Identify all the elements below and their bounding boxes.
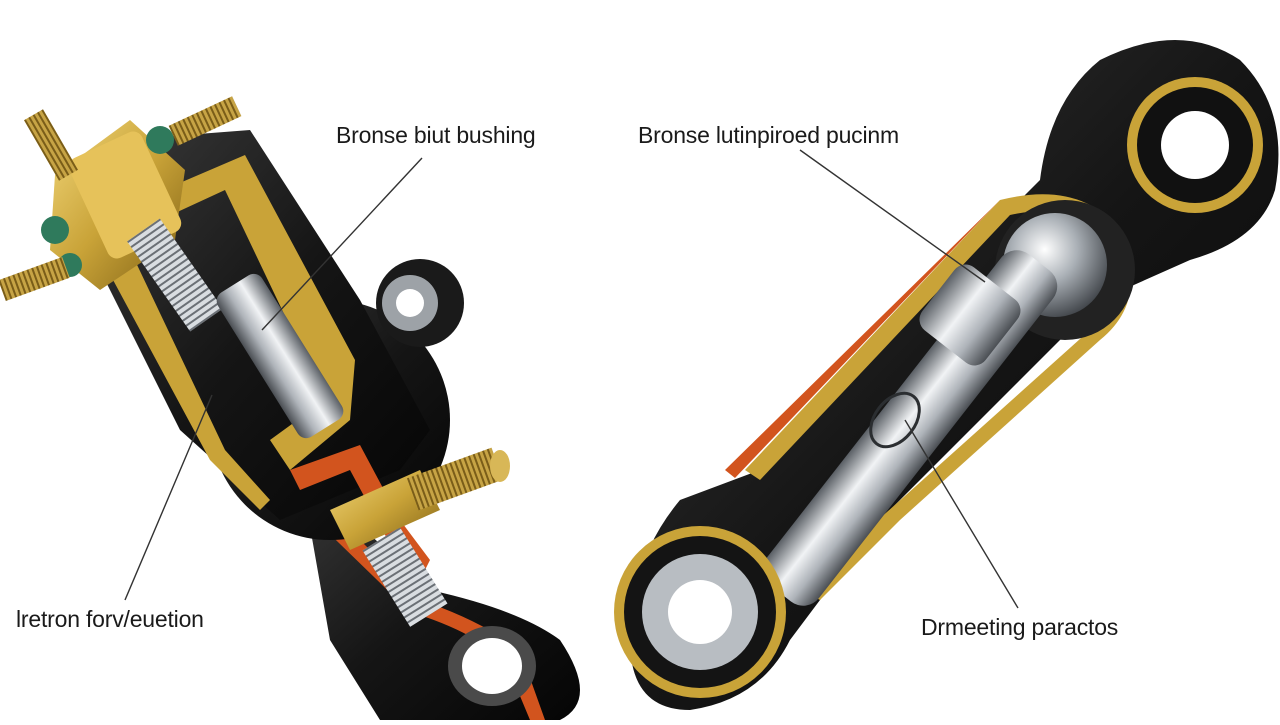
leader-line-bottom-right — [904, 419, 1019, 609]
label-bottom-right: Drmeeting paractos — [921, 614, 1119, 640]
label-top-left: Bronse biut bushing — [336, 122, 536, 148]
label-bottom-left: lretron forv/euetion — [16, 606, 204, 632]
leader-line-bottom-left — [124, 394, 213, 601]
left-link-assembly — [0, 96, 580, 720]
label-top-right: Bronse lutinpiroed pucinm — [638, 122, 899, 148]
leader-lines — [124, 149, 1019, 609]
right-link-assembly — [614, 40, 1279, 710]
leader-line-top-left — [261, 157, 423, 331]
leader-line-top-right — [799, 149, 986, 283]
